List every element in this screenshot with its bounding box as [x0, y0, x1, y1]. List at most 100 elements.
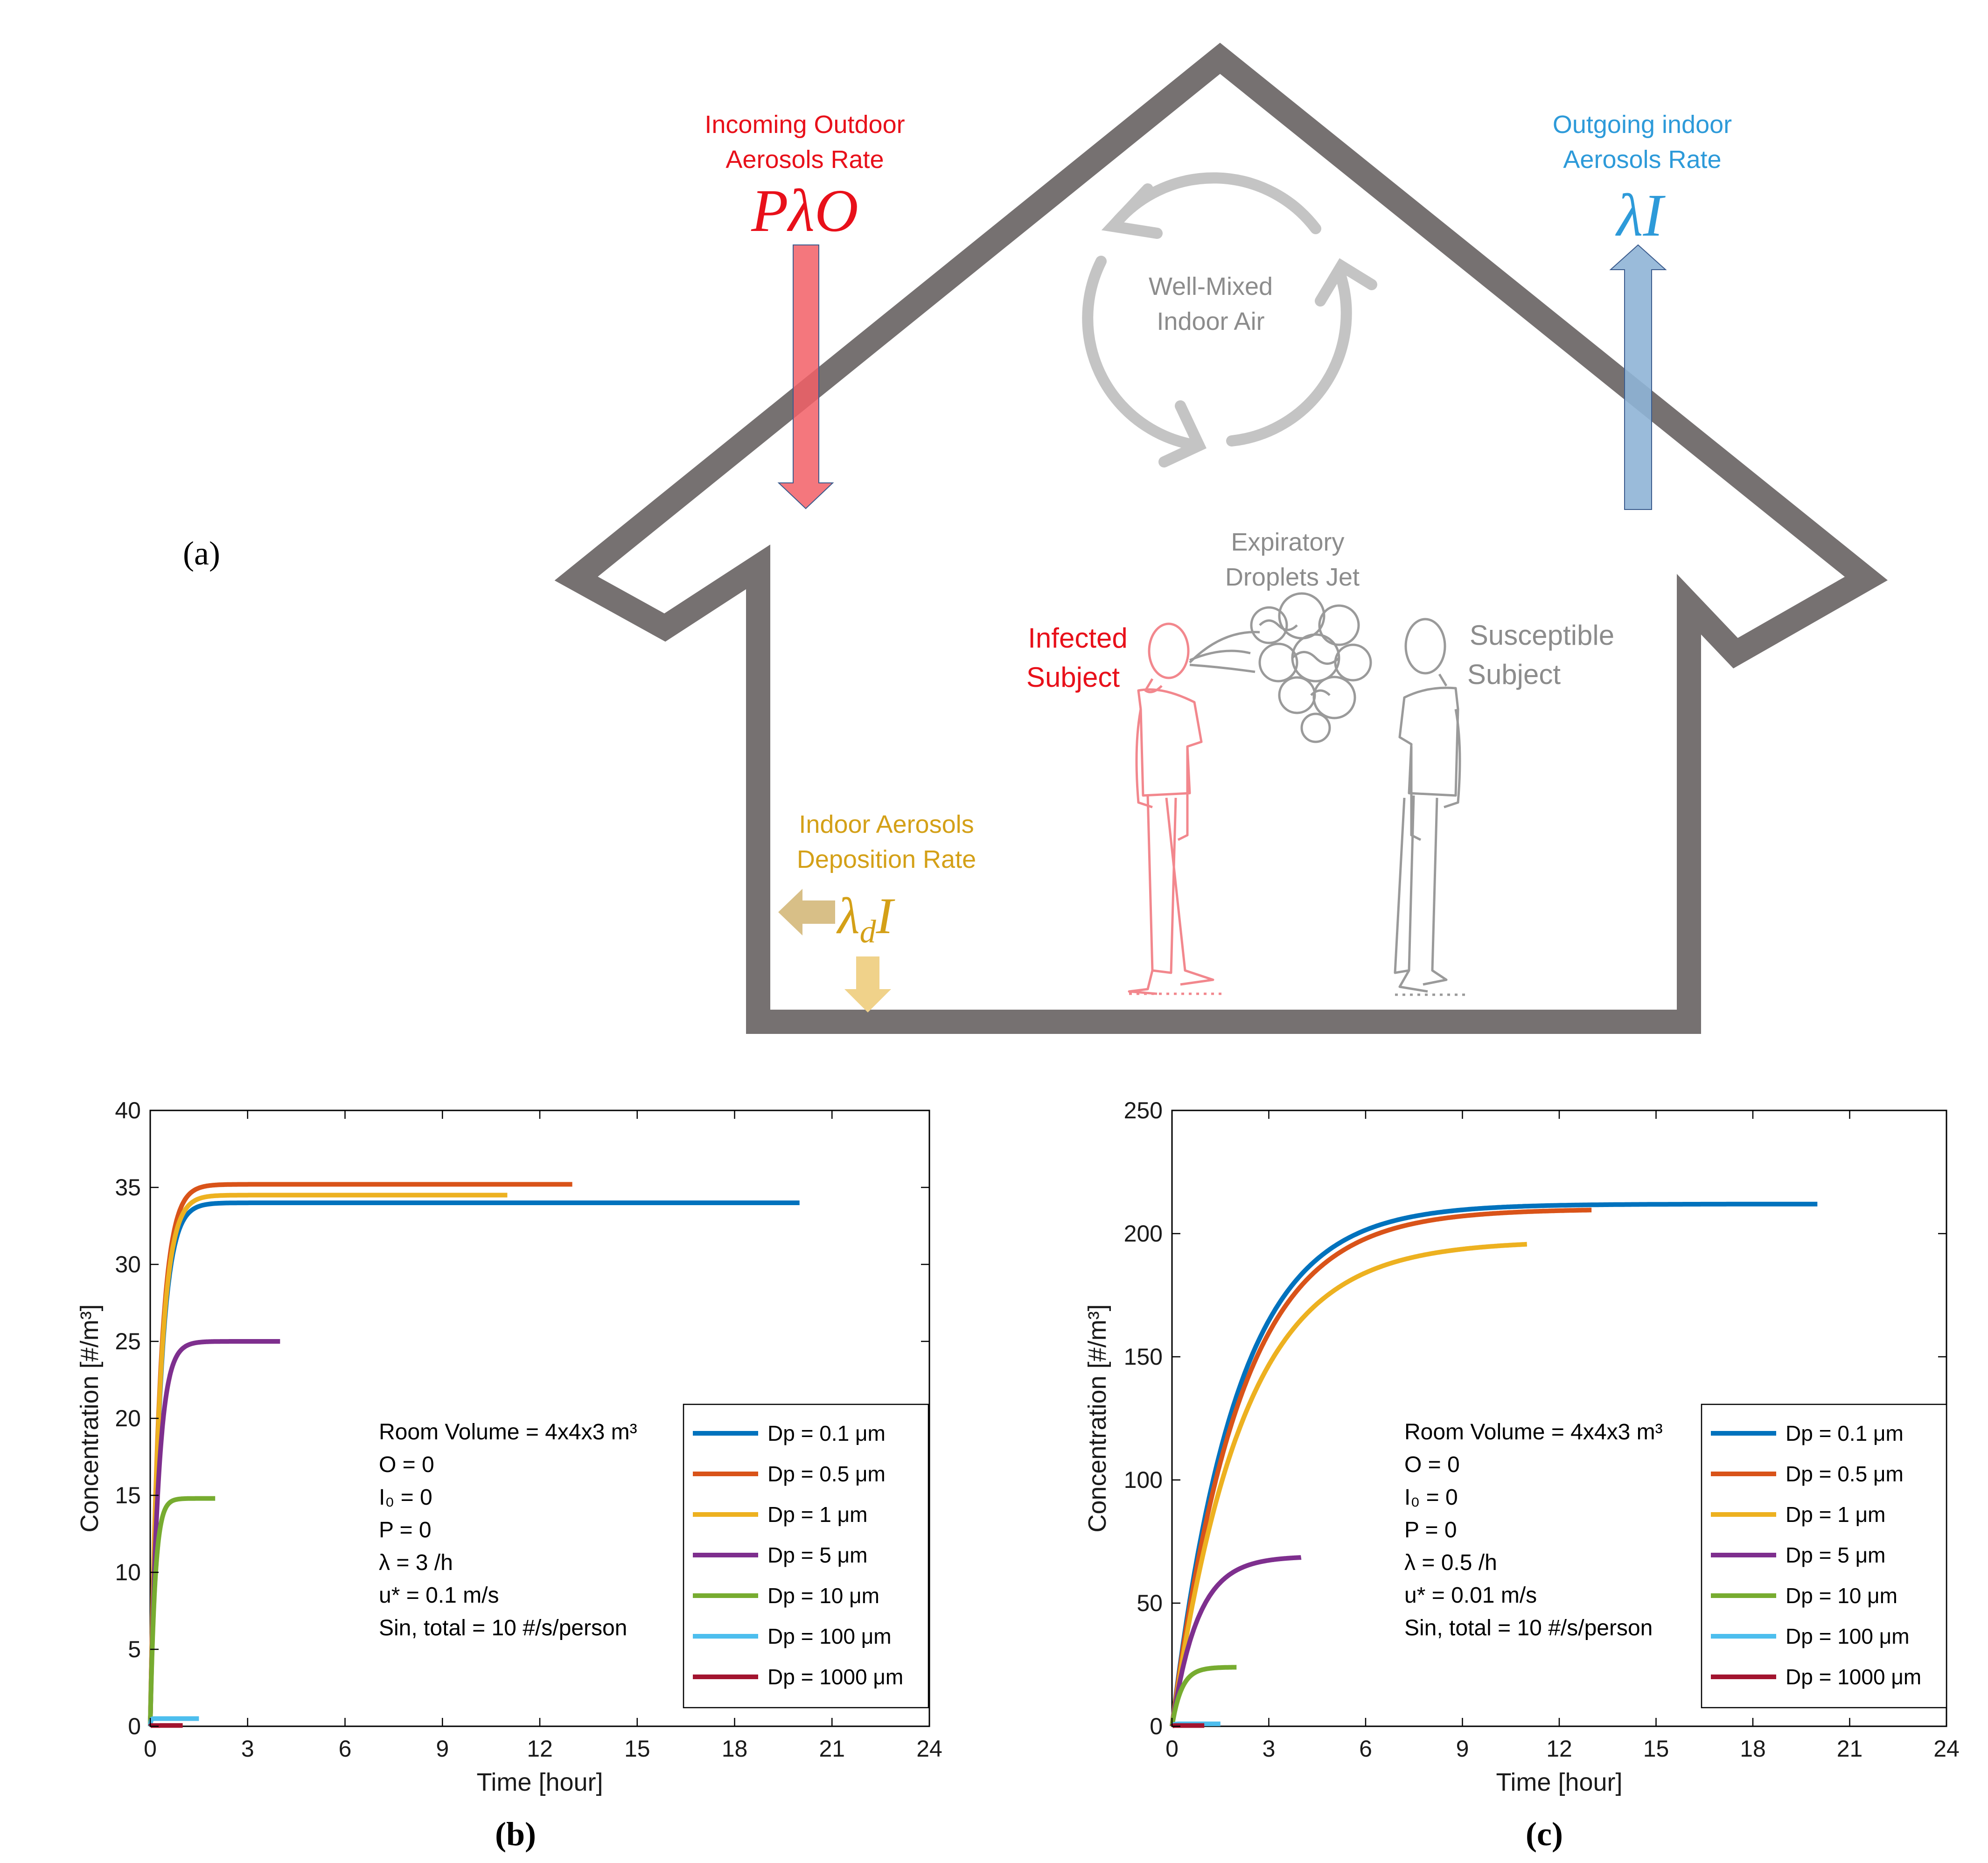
annotation-line: I₀ = 0: [1404, 1485, 1458, 1510]
droplets-jet-icon: [1189, 592, 1372, 743]
y-tick-label: 35: [115, 1174, 141, 1200]
legend-label: Dp = 0.5 μm: [767, 1462, 886, 1486]
legend-label: Dp = 10 μm: [767, 1584, 879, 1608]
susceptible-label-line2: Subject: [1467, 659, 1561, 690]
infected-label-line1: Infected: [1028, 622, 1128, 654]
infected-label-line2: Subject: [1026, 662, 1120, 693]
annotation-block: Room Volume = 4x4x3 m³O = 0I₀ = 0P = 0λ …: [379, 1420, 637, 1640]
legend-label: Dp = 0.1 μm: [1786, 1421, 1904, 1445]
x-tick-label: 9: [1456, 1736, 1469, 1762]
legend-label: Dp = 0.5 μm: [1786, 1462, 1904, 1486]
annotation-line: Sin, total = 10 #/s/person: [379, 1616, 627, 1640]
series-line: [148, 1496, 217, 1727]
y-tick-label: 40: [115, 1097, 141, 1123]
annotation-line: u* = 0.1 m/s: [379, 1583, 499, 1608]
jet-label-line1: Expiratory: [1231, 528, 1344, 556]
panel-a-label: (a): [183, 535, 220, 572]
annotation-line: O = 0: [1404, 1452, 1460, 1477]
y-tick-label: 0: [1150, 1713, 1163, 1739]
annotation-line: λ = 0.5 /h: [1404, 1550, 1497, 1575]
annotation-line: u* = 0.01 m/s: [1404, 1583, 1537, 1608]
y-tick-label: 20: [115, 1405, 141, 1431]
legend-label: Dp = 5 μm: [1786, 1543, 1885, 1567]
incoming-formula: PλO: [751, 177, 858, 244]
annotation-line: P = 0: [379, 1518, 432, 1542]
incoming-arrow: [777, 244, 834, 509]
y-tick-label: 50: [1137, 1590, 1163, 1616]
annotation-line: Room Volume = 4x4x3 m³: [379, 1420, 637, 1444]
annotation-line: P = 0: [1404, 1518, 1457, 1542]
x-tick-label: 12: [1546, 1736, 1572, 1762]
x-axis-label: Time [hour]: [1496, 1768, 1622, 1796]
legend-label: Dp = 100 μm: [1786, 1624, 1910, 1648]
y-ticks: 0 5 10 15 20 25 30 35 40: [115, 1097, 929, 1739]
y-tick-label: 25: [115, 1328, 141, 1354]
series-layer: [1170, 1201, 1818, 1729]
y-tick-label: 10: [115, 1559, 141, 1585]
legend: Dp = 0.1 μm Dp = 0.5 μm Dp = 1 μm Dp = 5 μm…: [1701, 1403, 1947, 1709]
annotation-line: Sin, total = 10 #/s/person: [1404, 1616, 1653, 1640]
jet-label-line2: Droplets Jet: [1225, 563, 1360, 591]
mixing-label-line1: Well-Mixed: [1149, 272, 1273, 300]
series-layer: [148, 1182, 801, 1729]
series-line: [148, 1339, 282, 1727]
outgoing-arrow: [1609, 244, 1667, 510]
x-tick-label: 0: [1165, 1736, 1179, 1762]
y-tick-label: 200: [1124, 1221, 1163, 1247]
x-tick-label: 24: [1933, 1736, 1960, 1762]
legend-label: Dp = 10 μm: [1786, 1584, 1897, 1608]
annotation-block: Room Volume = 4x4x3 m³ O = 0 I₀ = 0 P = 0 λ …: [1404, 1420, 1663, 1640]
y-tick-label: 250: [1124, 1097, 1163, 1123]
series-line: [148, 1193, 509, 1727]
outgoing-label-line1: Outgoing indoor: [1553, 111, 1732, 139]
x-tick-label: 18: [1740, 1736, 1766, 1762]
series-line: [148, 1716, 202, 1728]
mixing-arrowhead-right: [1315, 258, 1377, 307]
series-line: [148, 1182, 574, 1727]
x-tick-label: 9: [436, 1736, 449, 1762]
y-tick-label: 5: [128, 1636, 141, 1662]
legend-label: Dp = 0.1 μm: [767, 1421, 886, 1445]
outgoing-label-line2: Aerosols Rate: [1563, 146, 1721, 174]
deposition-arrow-down: [844, 956, 891, 1012]
incoming-aerosols: Incoming Outdoor Aerosols Rate PλO: [705, 111, 905, 509]
legend-label: Dp = 1 μm: [1786, 1502, 1885, 1527]
y-tick-label: 15: [115, 1482, 141, 1508]
y-tick-label: 30: [115, 1251, 141, 1277]
susceptible-person-icon: [1394, 618, 1465, 996]
mixing-arc-right: [1226, 265, 1352, 447]
x-tick-label: 21: [819, 1736, 845, 1762]
series-line: [1170, 1242, 1528, 1727]
x-tick-label: 15: [624, 1736, 650, 1762]
annotation-line: I₀ = 0: [379, 1485, 432, 1510]
deposition-label-line1: Indoor Aerosols: [799, 810, 974, 838]
susceptible-label-line1: Susceptible: [1470, 620, 1614, 651]
y-axis-label: Concentration [#/m³]: [76, 1304, 104, 1532]
outgoing-formula: λI: [1615, 182, 1666, 249]
annotation-line: Room Volume = 4x4x3 m³: [1404, 1420, 1663, 1444]
series-line: [148, 1200, 801, 1727]
x-tick-label: 0: [144, 1736, 157, 1762]
series-line: [1170, 1207, 1593, 1727]
legend-label: Dp = 100 μm: [767, 1624, 892, 1648]
x-tick-label: 6: [339, 1736, 352, 1762]
annotation-line: λ = 3 /h: [379, 1550, 453, 1575]
y-tick-label: 0: [128, 1713, 141, 1739]
deposition-formula: λdI: [836, 887, 895, 950]
x-tick-label: 24: [916, 1736, 942, 1762]
series-line: [148, 1723, 185, 1729]
x-axis-label: Time [hour]: [476, 1768, 603, 1796]
y-axis-label: Concentration [#/m³]: [1083, 1304, 1111, 1532]
x-tick-label: 6: [1359, 1736, 1372, 1762]
mixing-arrowhead-top: [1101, 183, 1163, 239]
panel-a: (a) Incoming Outdoor Aerosols Rate PλO O…: [183, 42, 1888, 1034]
series-line: [1170, 1555, 1303, 1727]
infected-person-icon: [1128, 622, 1222, 995]
x-tick-label: 15: [1643, 1736, 1669, 1762]
y-tick-label: 150: [1124, 1344, 1163, 1370]
